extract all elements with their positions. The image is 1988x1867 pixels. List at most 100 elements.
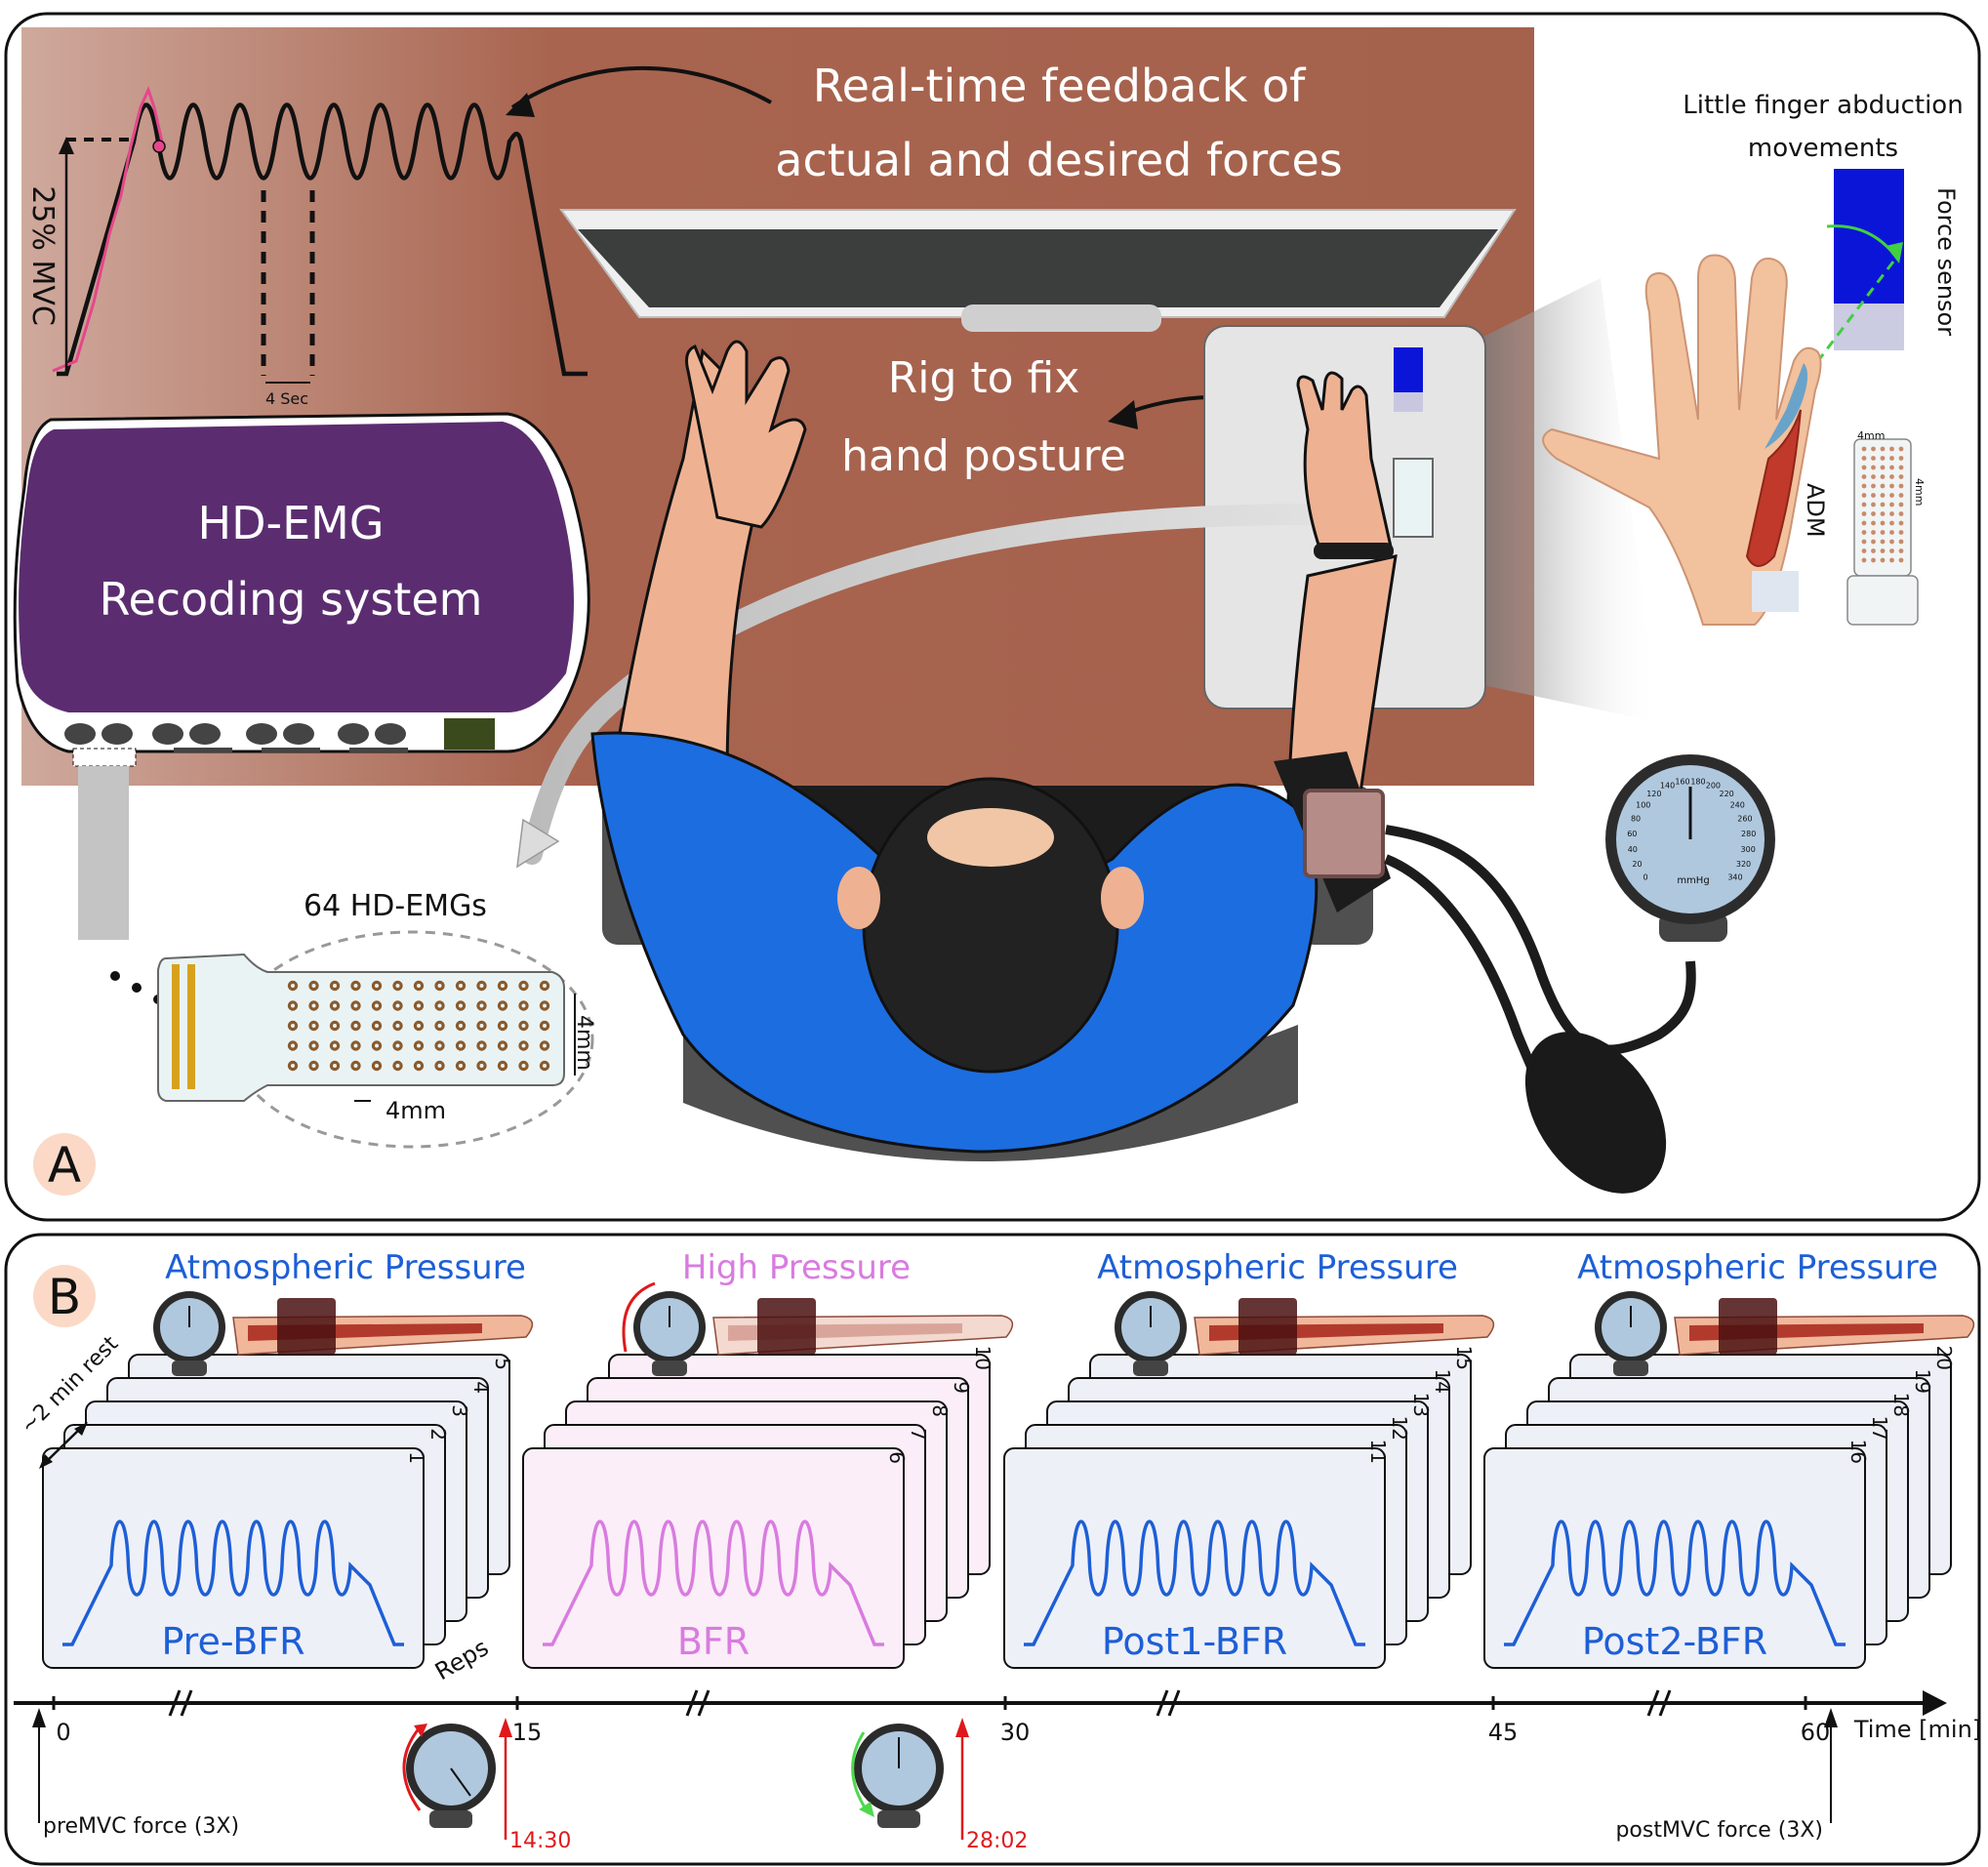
electrode-dot-center bbox=[375, 1043, 379, 1048]
rep-number: 16 bbox=[1846, 1440, 1870, 1464]
inset-dot bbox=[1871, 530, 1876, 535]
rep-number: 14 bbox=[1431, 1369, 1454, 1394]
inset-dot bbox=[1880, 520, 1886, 526]
electrode-dot-center bbox=[521, 1024, 526, 1028]
wrist-strap bbox=[1314, 543, 1394, 559]
zoom-beam bbox=[1464, 278, 1659, 722]
mini-cuff bbox=[1238, 1298, 1297, 1355]
block-title: Post1-BFR bbox=[1102, 1620, 1287, 1663]
mini-gauge-base bbox=[1613, 1360, 1648, 1376]
gauge-hose bbox=[1385, 825, 1696, 1055]
axis-break bbox=[1167, 1689, 1181, 1717]
electrode-dot-center bbox=[437, 984, 442, 988]
electrode-dot-center bbox=[521, 984, 526, 988]
inset-dot bbox=[1898, 493, 1904, 498]
hdemg-electrode-grid: 64 HD-EMGs 4mm 4mm bbox=[110, 889, 596, 1149]
force-feedback-plot: 4 Sec 25% MVC bbox=[25, 85, 588, 408]
rep-card bbox=[522, 1447, 905, 1669]
inset-dot bbox=[1898, 465, 1904, 470]
inset-tendon bbox=[1765, 363, 1808, 449]
cuff-bladder bbox=[1303, 789, 1385, 878]
inset-dot bbox=[1880, 557, 1886, 563]
right-hand bbox=[1296, 371, 1393, 558]
rep-number: 11 bbox=[1366, 1440, 1390, 1464]
inset-force-sensor bbox=[1834, 169, 1904, 304]
rep-number: 20 bbox=[1932, 1346, 1956, 1370]
inset-dot bbox=[1889, 502, 1894, 507]
rep-number: 8 bbox=[928, 1404, 952, 1417]
gauge-tick-label: 240 bbox=[1730, 800, 1745, 809]
inset-dot bbox=[1898, 511, 1904, 516]
rep-number: 1 bbox=[405, 1451, 428, 1464]
inset-dot bbox=[1889, 548, 1894, 553]
rig-line1: Rig to fix bbox=[888, 353, 1080, 403]
inset-dot bbox=[1889, 474, 1894, 479]
electrode-dot-center bbox=[459, 984, 463, 988]
rep-number: 5 bbox=[491, 1358, 514, 1370]
monitor-stand bbox=[961, 304, 1161, 332]
cuff-deflate-marker: 28:02 bbox=[851, 1718, 1028, 1853]
inset-dot bbox=[1889, 511, 1894, 516]
electrode-dot-center bbox=[459, 1024, 463, 1028]
panel-a-label: A bbox=[48, 1137, 81, 1194]
rep-number: 6 bbox=[885, 1451, 909, 1464]
axis-break bbox=[1646, 1689, 1660, 1717]
pump-bulb bbox=[1524, 1032, 1667, 1194]
gauge-tick-label: 60 bbox=[1627, 830, 1637, 838]
adm-muscle bbox=[1745, 409, 1802, 567]
inset-dot bbox=[1898, 557, 1904, 563]
axis-label: Time [min] bbox=[1853, 1716, 1981, 1743]
mini-gauge-base bbox=[172, 1360, 207, 1376]
inset-dot bbox=[1880, 446, 1886, 452]
inset-dot bbox=[1871, 493, 1876, 498]
inset-spacing-b: 4mm bbox=[1913, 478, 1926, 506]
pressure-label: Atmospheric Pressure bbox=[165, 1248, 526, 1287]
inset-dot bbox=[1861, 483, 1867, 489]
hd-emg-recorder: HD-EMG Recoding system bbox=[13, 412, 590, 940]
inset-dot bbox=[1861, 511, 1867, 516]
inset-dot bbox=[1871, 520, 1876, 526]
mini-cuff bbox=[277, 1298, 336, 1355]
rep-number: 7 bbox=[907, 1428, 930, 1441]
inset-dot bbox=[1861, 456, 1867, 461]
electrode-dot-center bbox=[333, 1024, 337, 1028]
rep-number: 2 bbox=[426, 1428, 450, 1441]
feedback-line1: Real-time feedback of bbox=[813, 60, 1307, 112]
inset-dot bbox=[1898, 520, 1904, 526]
pressure-label: High Pressure bbox=[682, 1248, 911, 1287]
electrode-dot-center bbox=[291, 1003, 295, 1008]
rep-number: 13 bbox=[1409, 1393, 1433, 1417]
inset-dot bbox=[1871, 483, 1876, 489]
inset-dot bbox=[1880, 530, 1886, 535]
inflate-arrow bbox=[622, 1281, 656, 1353]
rep-number: 19 bbox=[1911, 1369, 1934, 1394]
inset-dot bbox=[1880, 539, 1886, 545]
mini-gauge-base bbox=[652, 1360, 687, 1376]
block-title: Post2-BFR bbox=[1582, 1620, 1767, 1663]
panel-b-label: B bbox=[48, 1269, 81, 1325]
electrode-dot-center bbox=[395, 1064, 400, 1068]
inset-dot bbox=[1861, 446, 1867, 452]
electrode-dot-center bbox=[333, 1064, 337, 1068]
electrode-dot-center bbox=[353, 984, 358, 988]
inset-dot bbox=[1889, 465, 1894, 470]
inset-dot bbox=[1880, 474, 1886, 479]
inset-dot bbox=[1889, 520, 1894, 526]
inset-dot bbox=[1861, 520, 1867, 526]
mini-gauge-base bbox=[1133, 1360, 1168, 1376]
electrode-dot-center bbox=[501, 1024, 505, 1028]
rep-card bbox=[42, 1447, 425, 1669]
electrode-dot-center bbox=[479, 1003, 484, 1008]
grid-spacing-h: 4mm bbox=[385, 1097, 446, 1124]
recorder-line2: Recoding system bbox=[100, 573, 483, 626]
electrode-dot-center bbox=[543, 1024, 547, 1028]
pressure-label: Atmospheric Pressure bbox=[1577, 1248, 1938, 1287]
recorder-line1: HD-EMG bbox=[197, 497, 384, 549]
electrode-dot-center bbox=[543, 1043, 547, 1048]
inset-dot bbox=[1880, 502, 1886, 507]
electrode-dot-center bbox=[353, 1024, 358, 1028]
